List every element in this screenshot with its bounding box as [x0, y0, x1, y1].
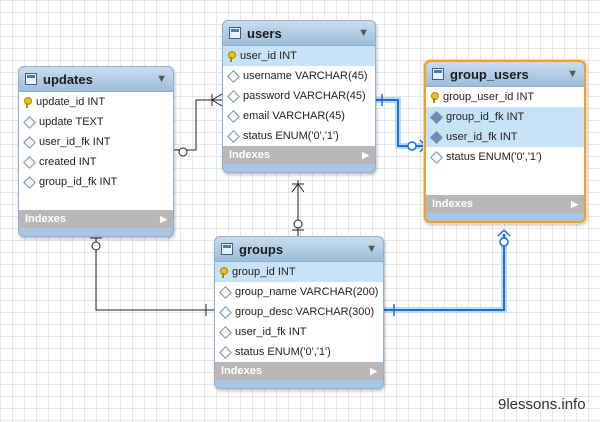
column-diamond-icon — [219, 345, 232, 359]
indexes-bar[interactable]: Indexes▶ — [426, 195, 584, 213]
collapse-arrow-icon[interactable]: ▼ — [366, 243, 377, 255]
primary-key-icon — [227, 50, 236, 62]
column-row[interactable]: email VARCHAR(45) — [223, 106, 375, 126]
site-credit: 9lessons.info — [498, 396, 586, 413]
table-title: group_users — [450, 66, 529, 82]
column-row[interactable]: group_name VARCHAR(200) — [215, 282, 383, 302]
column-diamond-icon — [23, 135, 36, 149]
column-row[interactable]: created INT — [19, 152, 173, 172]
table-icon — [221, 243, 233, 255]
column-diamond-icon — [219, 305, 232, 319]
primary-key-icon — [23, 96, 32, 108]
column-diamond-icon — [227, 129, 240, 143]
column-row[interactable]: status ENUM('0','1') — [223, 126, 375, 146]
indexes-bar[interactable]: Indexes▶ — [215, 362, 383, 380]
expand-icon[interactable]: ▶ — [160, 213, 167, 224]
link-updates-groups — [95, 238, 216, 311]
column-row[interactable]: status ENUM('0','1') — [426, 147, 584, 167]
table-header[interactable]: groups ▼ — [215, 237, 383, 261]
primary-key-icon — [219, 266, 228, 278]
column-diamond-icon — [430, 110, 443, 124]
collapse-arrow-icon[interactable]: ▼ — [358, 27, 369, 39]
column-diamond-icon — [23, 155, 36, 169]
column-row[interactable]: group_id_fk INT — [19, 172, 173, 192]
column-row[interactable]: group_desc VARCHAR(300) — [215, 302, 383, 322]
table-header[interactable]: group_users ▼ — [426, 62, 584, 86]
column-row[interactable]: user_id_fk INT — [19, 132, 173, 152]
column-diamond-icon — [227, 69, 240, 83]
column-row[interactable]: status ENUM('0','1') — [215, 342, 383, 362]
expand-icon[interactable]: ▶ — [571, 198, 578, 209]
column-diamond-icon — [23, 115, 36, 129]
column-row[interactable]: user_id INT — [223, 46, 375, 66]
column-diamond-icon — [430, 150, 443, 164]
table-users[interactable]: users ▼ user_id INT username VARCHAR(45)… — [222, 20, 376, 173]
table-updates[interactable]: updates ▼ update_id INT update TEXT user… — [18, 66, 174, 237]
column-diamond-icon — [219, 325, 232, 339]
table-icon — [25, 73, 37, 85]
collapse-arrow-icon[interactable]: ▼ — [156, 73, 167, 85]
table-groups[interactable]: groups ▼ group_id INT group_name VARCHAR… — [214, 236, 384, 389]
column-row[interactable]: user_id_fk INT — [426, 127, 584, 147]
column-diamond-icon — [430, 130, 443, 144]
table-icon — [432, 68, 444, 80]
expand-icon[interactable]: ▶ — [370, 365, 377, 376]
spacer — [19, 192, 173, 210]
indexes-bar[interactable]: Indexes▶ — [19, 210, 173, 228]
column-row[interactable]: update_id INT — [19, 92, 173, 112]
table-title: updates — [43, 71, 93, 87]
spacer — [426, 167, 584, 195]
link-updates-users — [172, 99, 222, 151]
column-diamond-icon — [227, 89, 240, 103]
table-title: users — [247, 25, 282, 41]
column-diamond-icon — [227, 109, 240, 123]
column-row[interactable]: group_id INT — [215, 262, 383, 282]
table-header[interactable]: updates ▼ — [19, 67, 173, 91]
table-header[interactable]: users ▼ — [223, 21, 375, 45]
column-row[interactable]: update TEXT — [19, 112, 173, 132]
table-group-users[interactable]: group_users ▼ group_user_id INT group_id… — [424, 60, 586, 223]
link-groups-groupusers — [382, 234, 507, 313]
column-diamond-icon — [23, 175, 36, 189]
table-title: groups — [239, 241, 284, 257]
column-row[interactable]: user_id_fk INT — [215, 322, 383, 342]
indexes-bar[interactable]: Indexes▶ — [223, 146, 375, 164]
table-icon — [229, 27, 241, 39]
expand-icon[interactable]: ▶ — [362, 149, 369, 160]
collapse-arrow-icon[interactable]: ▼ — [567, 68, 578, 80]
primary-key-icon — [430, 91, 439, 103]
column-row[interactable]: password VARCHAR(45) — [223, 86, 375, 106]
column-row[interactable]: username VARCHAR(45) — [223, 66, 375, 86]
column-row[interactable]: group_id_fk INT — [426, 107, 584, 127]
link-users-groupusers — [374, 97, 426, 149]
column-diamond-icon — [219, 285, 232, 299]
column-row[interactable]: group_user_id INT — [426, 87, 584, 107]
